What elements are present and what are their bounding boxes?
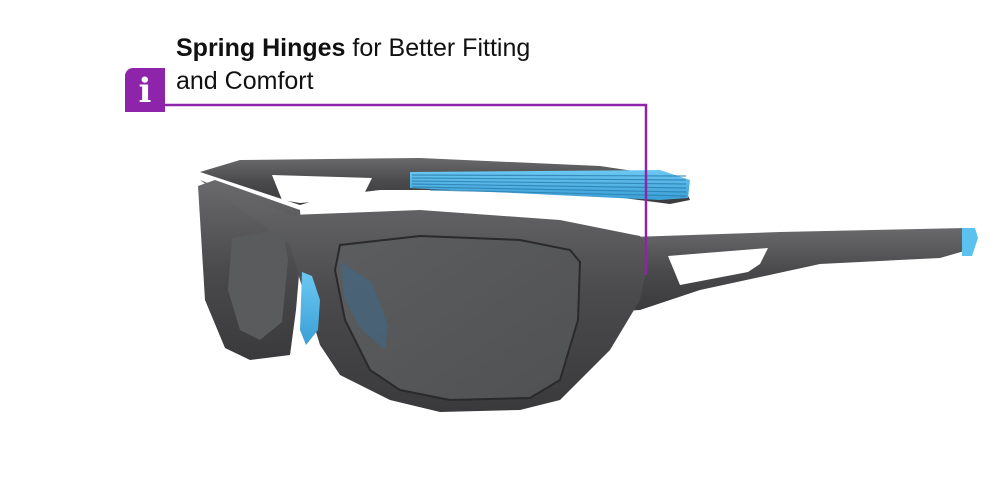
info-icon: i	[125, 68, 165, 112]
temple-tip	[962, 228, 978, 256]
near-lens	[333, 234, 582, 402]
callout-title-rest: for Better Fitting	[345, 34, 531, 62]
info-icon-glyph: i	[138, 71, 152, 111]
nose-pad	[300, 272, 320, 345]
callout-title-bold: Spring Hinges	[176, 34, 346, 62]
near-temple	[600, 228, 978, 312]
far-temple	[200, 158, 690, 205]
callout-leader-line	[165, 103, 648, 275]
far-temple-grip	[410, 170, 690, 200]
feature-callout: Spring Hinges for Better Fitting and Com…	[176, 32, 530, 98]
callout-line2: and Comfort	[176, 67, 314, 95]
